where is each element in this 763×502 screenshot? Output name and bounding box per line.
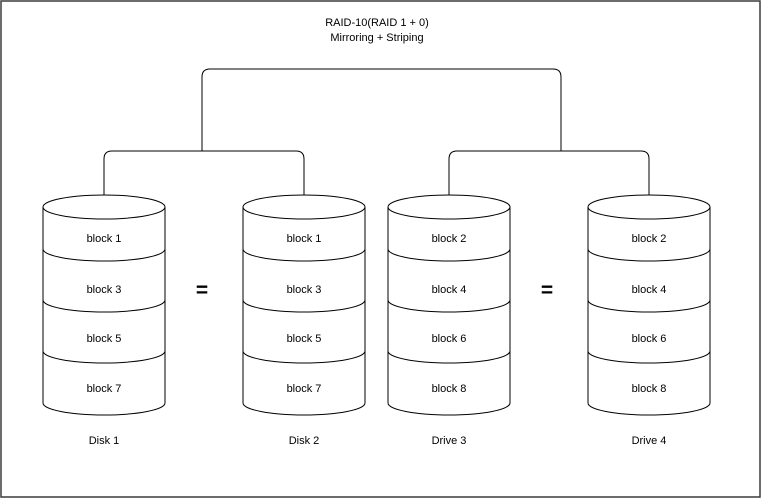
disk2-divider: [242, 299, 366, 313]
disk1-body: [42, 194, 166, 416]
disk1-label: Disk 1: [89, 435, 120, 447]
block-label: block 5: [287, 333, 322, 345]
connector-left-bracket: [103, 150, 305, 200]
disk1-divider: [42, 299, 166, 313]
drive3-cylinder: block 2 block 4 block 6 block 8 Drive 3: [387, 194, 511, 447]
drive4-cylinder: block 2 block 4 block 6 block 8 Drive 4: [587, 194, 711, 447]
disk2-cylinder: block 1 block 3 block 5 block 7 Disk 2: [242, 194, 366, 447]
diagram-title: RAID-10(RAID 1 + 0): [325, 17, 429, 29]
disk2-label: Disk 2: [289, 435, 320, 447]
block-label: block 3: [287, 284, 322, 296]
block-label: block 4: [632, 284, 667, 296]
drive4-top-ellipse: [587, 206, 711, 220]
block-label: block 2: [632, 233, 667, 245]
block-label: block 8: [632, 383, 667, 395]
block-label: block 5: [87, 333, 122, 345]
drive3-divider: [387, 299, 511, 313]
block-label: block 1: [87, 233, 122, 245]
connector-tree: [103, 68, 650, 200]
drive3-label: Drive 3: [432, 435, 467, 447]
connector-top-bracket: [201, 68, 562, 151]
block-label: block 6: [632, 333, 667, 345]
disk1-divider: [42, 248, 166, 262]
drive3-divider: [387, 350, 511, 364]
disk2-top-ellipse: [242, 206, 366, 220]
disk2-divider: [242, 248, 366, 262]
drive3-divider: [387, 248, 511, 262]
disk1-divider: [42, 350, 166, 364]
drive4-body: [587, 194, 711, 416]
drive4-divider: [587, 350, 711, 364]
block-label: block 4: [432, 284, 467, 296]
block-label: block 3: [87, 284, 122, 296]
drive4-divider: [587, 299, 711, 313]
drive4-label: Drive 4: [632, 435, 667, 447]
disk2-divider: [242, 350, 366, 364]
equals-sign-left: =: [196, 279, 208, 302]
drive4-divider: [587, 248, 711, 262]
equals-sign-right: =: [541, 279, 553, 302]
disk1-cylinder: block 1 block 3 block 5 block 7 Disk 1: [42, 194, 166, 447]
block-label: block 7: [287, 383, 322, 395]
connector-right-bracket: [448, 150, 650, 200]
drive3-top-ellipse: [387, 206, 511, 220]
block-label: block 7: [87, 383, 122, 395]
block-label: block 8: [432, 383, 467, 395]
drive3-body: [387, 194, 511, 416]
block-label: block 6: [432, 333, 467, 345]
block-label: block 2: [432, 233, 467, 245]
disk1-top-ellipse: [42, 206, 166, 220]
block-label: block 1: [287, 233, 322, 245]
diagram-subtitle: Mirroring + Striping: [330, 32, 423, 44]
disk2-body: [242, 194, 366, 416]
